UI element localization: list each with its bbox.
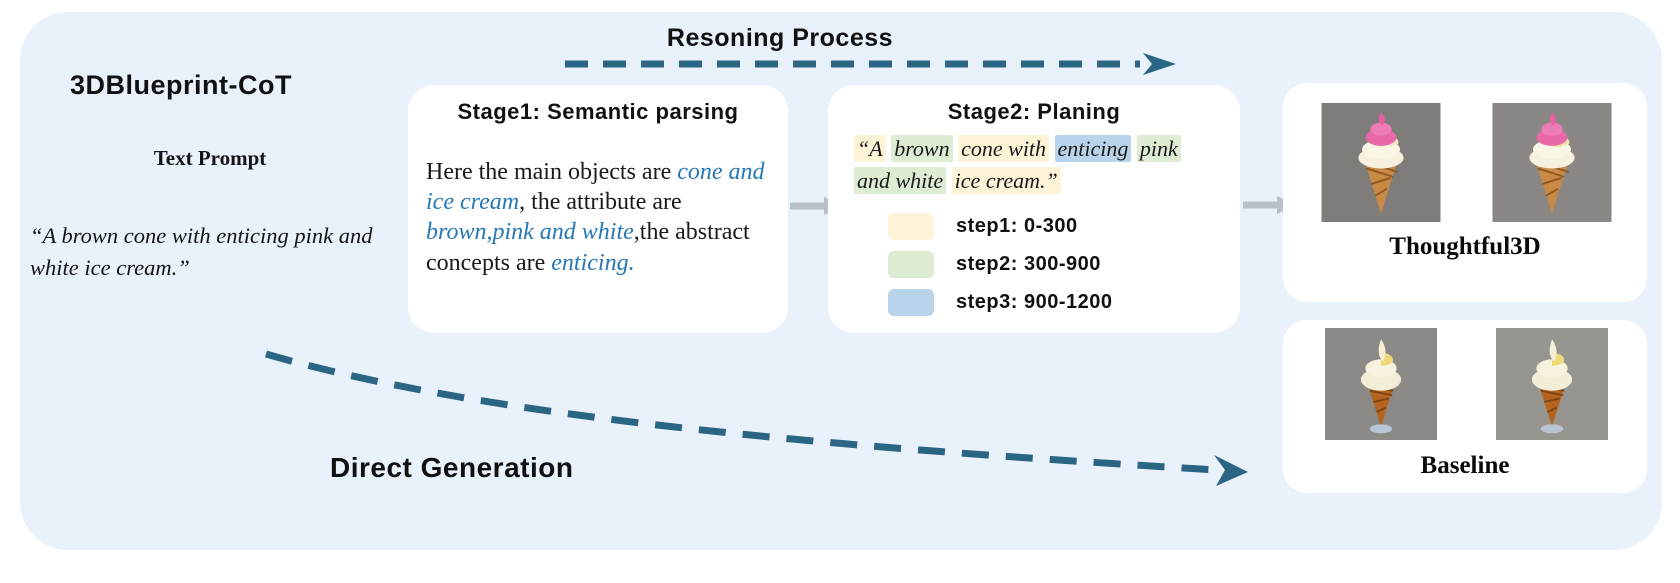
direct-generation-dashed-arrow-icon — [265, 350, 1248, 486]
baseline-label: Baseline — [1420, 452, 1510, 479]
reasoning-process-label: Resoning Process — [666, 24, 894, 52]
legend-row-step3: step3: 900-1200 — [888, 289, 1112, 316]
legend-row-step2: step2: 300-900 — [888, 251, 1112, 278]
legend-swatch-step3 — [888, 289, 934, 316]
stage1-title: Stage1: Semantic parsing — [457, 99, 739, 124]
stage2-highlight-step1: ice cream.” — [951, 166, 1061, 194]
thoughtful3d-card: Thoughtful3D — [1283, 83, 1647, 302]
legend-label: step2: 300-900 — [956, 253, 1101, 275]
stage1-text: , the attribute are — [519, 189, 682, 216]
thoughtful3d-label: Thoughtful3D — [1389, 233, 1541, 260]
legend-label: step1: 0-300 — [956, 215, 1078, 237]
stage2-highlight-step1: cone with — [958, 135, 1050, 162]
stage2-highlight-step2: brown — [891, 135, 953, 162]
text-prompt-quote: “A brown cone with enticing pink and whi… — [30, 223, 373, 280]
thoughtful3d-render-2 — [1486, 103, 1618, 222]
text-prompt-label: Text Prompt — [153, 146, 267, 170]
stage2-legend: step1: 0-300 step2: 300-900 step3: 900-120… — [888, 213, 1112, 327]
stage2-sentence: “A brown cone with enticing pink and whit… — [854, 133, 1230, 197]
stage1-text: Here the main objects are — [426, 159, 678, 185]
thoughtful3d-render-1 — [1315, 103, 1447, 222]
stage2-highlight-step2: pink — [1136, 135, 1181, 162]
stage1-keyword: cone and ice cream — [426, 159, 765, 216]
legend-swatch-step2 — [888, 251, 934, 278]
legend-row-step1: step1: 0-300 — [888, 213, 1112, 240]
legend-swatch-step1 — [888, 213, 934, 240]
baseline-render-2 — [1486, 328, 1618, 440]
reasoning-dashed-arrow-icon — [565, 53, 1176, 75]
stage2-highlight-step3: enticing — [1054, 135, 1132, 162]
stage2-highlight-step2: and white — [854, 166, 947, 194]
direct-generation-label: Direct Generation — [330, 452, 574, 483]
baseline-card: Baseline — [1283, 320, 1647, 493]
stage2-highlight-step1: “A — [854, 135, 886, 162]
stage1-card: Stage1: Semantic parsing Here the main o… — [408, 85, 788, 333]
stage1-keyword: brown,pink and white — [426, 219, 634, 246]
method-title: 3DBlueprint-CoT — [70, 70, 292, 100]
stage1-body: Here the main objects are cone and ice c… — [426, 157, 774, 278]
baseline-render-1 — [1315, 328, 1447, 440]
stage2-title: Stage2: Planing — [947, 99, 1121, 124]
stage1-text: ,the abstract concepts are — [426, 219, 750, 276]
stage1-keyword: enticing. — [551, 249, 635, 276]
stage2-card: Stage2: Planing “A brown cone with entic… — [828, 85, 1240, 333]
legend-label: step3: 900-1200 — [956, 291, 1113, 313]
